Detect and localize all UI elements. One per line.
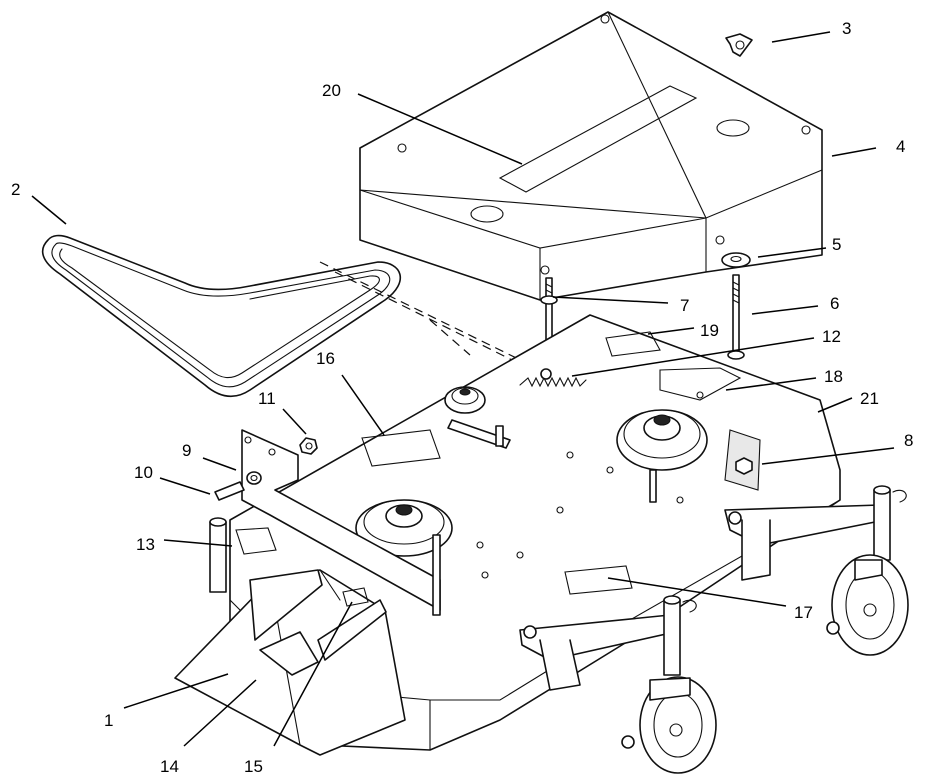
idler-pulley (444, 386, 511, 449)
callout-1: 1 (104, 711, 113, 730)
cover-knob (725, 33, 753, 57)
callout-20: 20 (322, 81, 341, 100)
callout-10: 10 (134, 463, 153, 482)
right-spindle-pulley (616, 409, 708, 503)
left-spindle-pulley (355, 499, 453, 557)
callout-3: 3 (842, 19, 851, 38)
callout-2: 2 (11, 180, 20, 199)
callout-labels: 1 2 3 4 5 6 7 8 9 10 11 12 13 14 15 16 1… (11, 19, 913, 776)
callout-9: 9 (182, 441, 191, 460)
callout-17: 17 (794, 603, 813, 622)
callout-11: 11 (258, 389, 276, 408)
chute-decal-15 (342, 587, 369, 607)
deck-nut-8 (735, 457, 753, 475)
cover-bolt (727, 274, 745, 360)
callout-7: 7 (680, 296, 689, 315)
callout-16: 16 (316, 349, 335, 368)
deck-decal-19 (605, 331, 661, 357)
deck-decal-17 (564, 565, 633, 595)
deck-cover (359, 11, 823, 301)
callout-15: 15 (244, 757, 263, 776)
right-caster-assembly (724, 485, 909, 656)
deck-bracket (241, 429, 441, 616)
cover-washer (721, 252, 751, 268)
callout-5: 5 (832, 235, 841, 254)
callout-21: 21 (860, 389, 879, 408)
deck-post (209, 517, 227, 593)
drive-belt (41, 234, 402, 398)
callout-4: 4 (896, 137, 905, 156)
leader-lines (31, 31, 895, 747)
callout-8: 8 (904, 431, 913, 450)
callout-12: 12 (822, 327, 841, 346)
callout-18: 18 (824, 367, 843, 386)
idler-spring (519, 368, 587, 388)
callout-6: 6 (830, 294, 839, 313)
bracket-nut (299, 437, 318, 455)
callout-19: 19 (700, 321, 719, 340)
cover-decal (498, 85, 698, 193)
deck-decal-13 (235, 527, 277, 555)
discharge-chute (174, 569, 406, 756)
bracket-bolt (214, 471, 262, 501)
callout-13: 13 (136, 535, 155, 554)
deck-decal-16 (361, 429, 441, 467)
belt-routing-path (319, 261, 546, 373)
deck-decal-18 (659, 367, 742, 401)
front-caster-assembly (519, 595, 717, 774)
callout-14: 14 (160, 757, 179, 776)
